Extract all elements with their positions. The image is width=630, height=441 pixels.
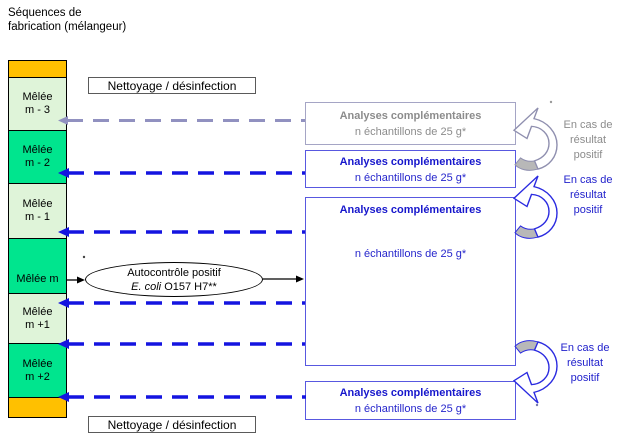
segment-m-1: Mêlée m - 1 (8, 183, 67, 239)
arrow-m-to-ellipse (67, 276, 85, 284)
dashed-arrow-to-m-plus-1 (58, 298, 305, 308)
page-title: Séquences de fabrication (mélangeur) (8, 7, 127, 33)
positive-result-note-2: En cas de résultat positif (563, 174, 613, 216)
dashed-arrow-to-m1 (58, 227, 305, 237)
dashed-arrow-to-m3 (58, 116, 305, 125)
analysis-box-4: Analyses complémentaires n échantillons … (305, 381, 516, 420)
strain-code: O157 H7** (164, 280, 217, 293)
analysis-box-3-title: Analyses complémentaires (339, 204, 482, 216)
segment-m-plus-1: Mêlée m +1 (8, 293, 67, 344)
dashed-arrow-to-m2 (58, 168, 305, 178)
stray-dot-top (549, 100, 553, 104)
stray-dot-ellipse (82, 255, 86, 259)
dashed-arrow-to-m-plus-2 (58, 339, 305, 349)
curved-arrow-positive-1 (512, 107, 558, 171)
analysis-box-2-title: Analyses complémentaires (339, 156, 482, 168)
analysis-box-2: Analyses complémentaires n échantillons … (305, 150, 516, 188)
analysis-box-4-title: Analyses complémentaires (339, 387, 482, 399)
autocontrol-line1: Autocontrôle positif (127, 266, 221, 279)
analysis-box-3: Analyses complémentaires n échantillons … (305, 197, 516, 366)
curved-arrow-positive-2 (512, 175, 558, 239)
analysis-box-2-subtitle: n échantillons de 25 g* (354, 172, 467, 184)
dashed-arrow-to-post-run (58, 392, 306, 402)
positive-result-note-1: En cas de résultat positif (563, 119, 613, 161)
segment-m: Mêlée m (8, 238, 67, 294)
batch-sequence-column: Mêlée m - 3 Mêlée m - 2 Mêlée m - 1 Mêlé… (8, 60, 67, 418)
segment-m-plus-2: Mêlée m +2 (8, 343, 67, 398)
segment-m-3: Mêlée m - 3 (8, 77, 67, 131)
analysis-box-1: Analyses complémentaires n échantillons … (305, 102, 516, 145)
analysis-box-1-title: Analyses complémentaires (339, 110, 482, 122)
segment-post-run (8, 397, 67, 418)
cleaning-box-top: Nettoyage / désinfection (88, 77, 256, 94)
stray-dot-bottom (535, 403, 539, 407)
positive-result-note-3: En cas de résultat positif (560, 342, 610, 384)
ecoli-italic: E. coli (131, 280, 162, 293)
arrow-ellipse-to-analysis (263, 275, 304, 283)
cleaning-box-bottom: Nettoyage / désinfection (88, 416, 256, 433)
curved-arrow-positive-3 (512, 340, 558, 404)
analysis-box-4-subtitle: n échantillons de 25 g* (354, 403, 467, 415)
analysis-box-3-subtitle: n échantillons de 25 g* (354, 248, 467, 260)
analysis-box-1-subtitle: n échantillons de 25 g* (354, 126, 467, 138)
